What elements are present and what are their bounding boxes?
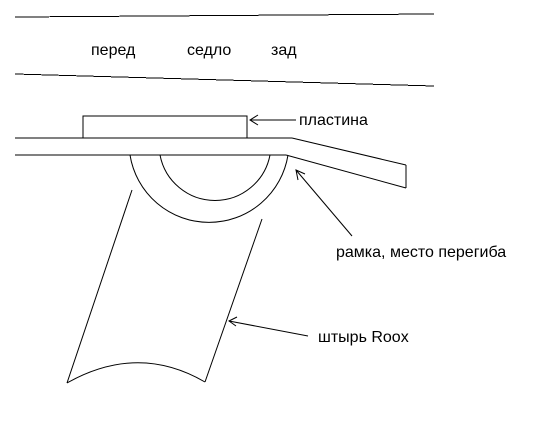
frame-arrow-shaft xyxy=(295,169,353,237)
saddle-top-line xyxy=(14,13,435,18)
clamp-outer-arc xyxy=(129,154,289,223)
plate-arrow-head xyxy=(249,114,259,126)
pin-arrow-shaft xyxy=(228,320,309,337)
plate-label: пластина xyxy=(299,112,368,129)
frame-bent-bottom-edge xyxy=(285,154,407,189)
rear-label: зад xyxy=(271,42,297,59)
frame-bent-top-edge xyxy=(291,137,407,166)
saddle-label: седло xyxy=(187,42,232,59)
saddle-bottom-line xyxy=(14,73,435,87)
plate xyxy=(82,115,248,139)
clamp-inner-arc xyxy=(159,154,271,201)
pin-bottom-cut xyxy=(66,362,206,384)
frame-bend-label: рамка, место перегиба xyxy=(336,244,507,261)
pin-left-edge xyxy=(66,189,133,384)
front-label: перед xyxy=(91,42,136,59)
frame-arrow-head xyxy=(295,169,306,181)
pin-arrow-head xyxy=(228,316,238,327)
pin-label: штырь Roox xyxy=(318,329,409,346)
pin-right-edge xyxy=(204,218,263,383)
